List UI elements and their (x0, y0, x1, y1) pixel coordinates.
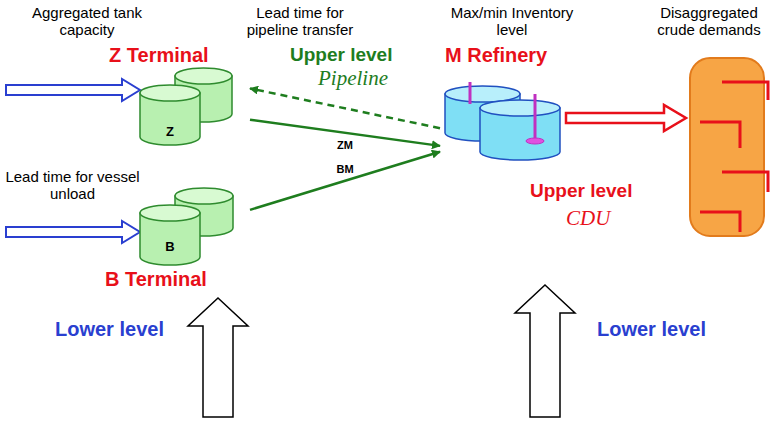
terminal-name: B Terminal (105, 268, 207, 291)
storage-tank (175, 188, 233, 204)
feed-arrow (566, 105, 686, 131)
storage-tank (140, 188, 233, 265)
level-label: Lower level (55, 318, 164, 341)
return-pipeline (250, 88, 440, 128)
cdu-column (690, 58, 764, 236)
refinery-group: M RefineryUpper levelCDU (440, 42, 645, 238)
demand-line (722, 82, 768, 100)
unit-label: Pipeline (318, 66, 388, 90)
demand-line (722, 172, 768, 192)
agitator (526, 138, 544, 144)
terminal-group: Z TerminalZ (105, 42, 250, 150)
edge-label: ZM (335, 138, 355, 151)
refinery-tank (445, 86, 560, 160)
lower-level-arrow (515, 285, 575, 417)
demand-line (700, 82, 768, 232)
note-label: Lead time for vessel unload (5, 168, 140, 203)
demand-line (700, 212, 740, 232)
demand-line (700, 122, 740, 148)
terminal-name: Z Terminal (109, 44, 209, 67)
storage-tank (140, 68, 232, 145)
agitator (469, 82, 472, 104)
lower-level-arrow (188, 298, 248, 417)
vessel-arrow (6, 221, 140, 243)
level-label: Upper level (290, 44, 392, 66)
lower-level-arrow (188, 285, 575, 417)
refinery-tank (480, 100, 560, 116)
terminal-group: B B Terminal (105, 180, 250, 295)
level-label: Lower level (597, 318, 706, 341)
note-label: Aggregated tank capacity (22, 4, 152, 39)
tank-label: Z (166, 125, 174, 140)
storage-tank (175, 68, 232, 84)
vessel-arrow (6, 79, 140, 101)
edge-label: BM (334, 163, 355, 176)
refinery-name: M Refinery (445, 44, 547, 67)
storage-tank (140, 85, 200, 101)
level-label: Upper level (530, 180, 632, 202)
vessel-arrow (6, 79, 140, 243)
agitator (534, 94, 537, 140)
agitator (470, 82, 544, 144)
note-label: Lead time for pipeline transfer (230, 4, 370, 39)
storage-tank (140, 205, 200, 221)
pipeline-arrow (250, 152, 440, 210)
note-label: Disaggregated crude demands (645, 4, 773, 39)
unit-label: CDU (566, 206, 610, 230)
note-label: Max/min Inventory level (447, 4, 577, 39)
tank-label: B (165, 240, 174, 255)
